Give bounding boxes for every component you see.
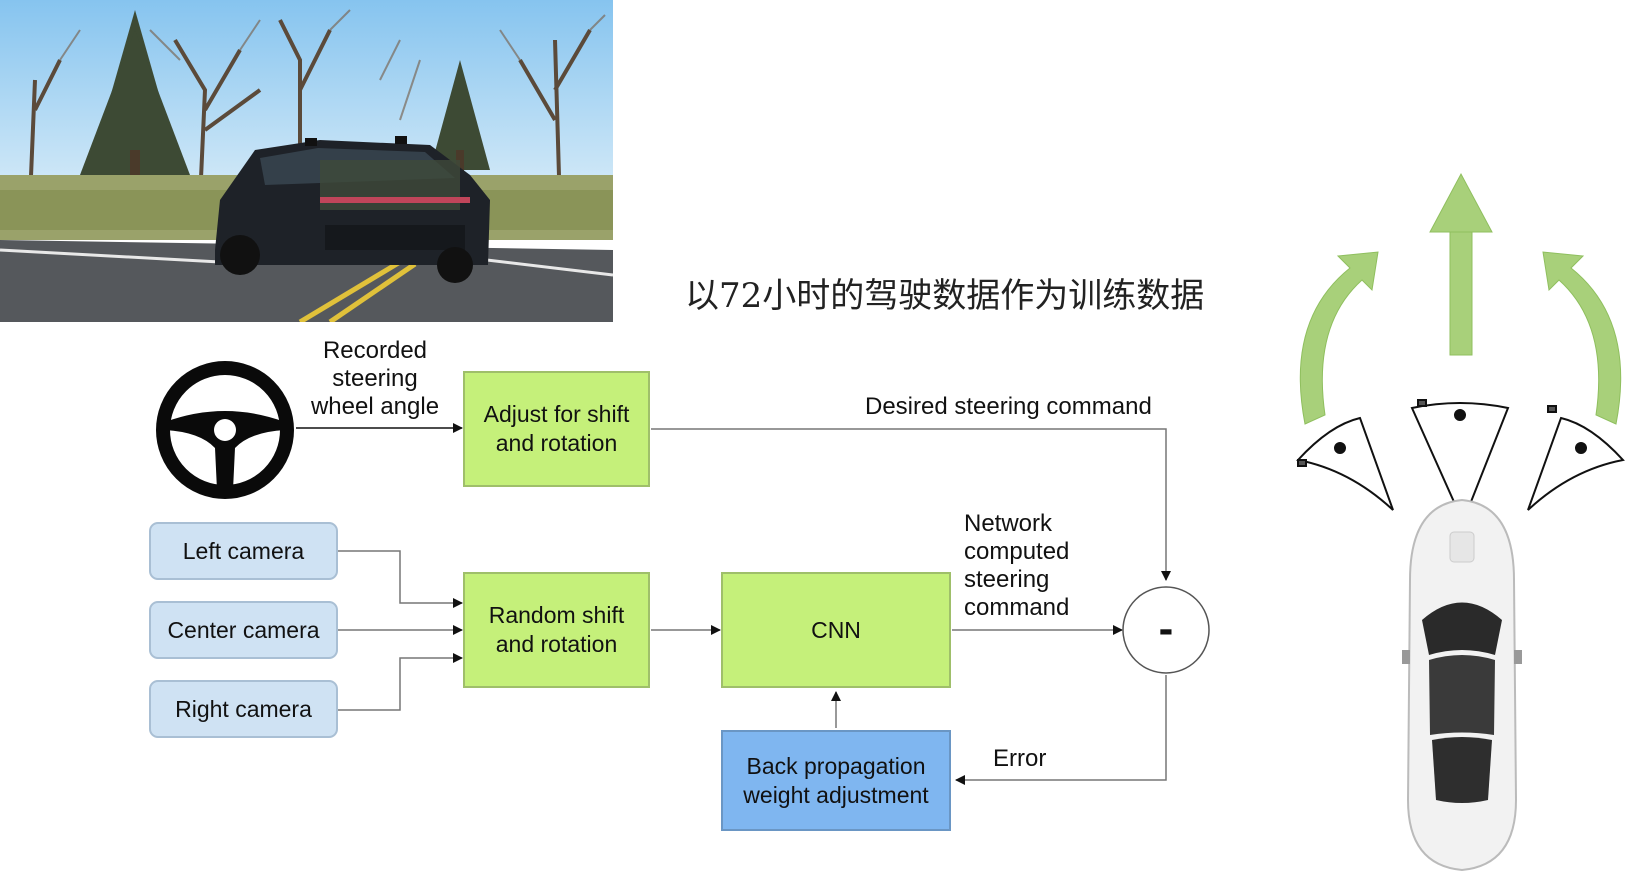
desired-command-line (651, 428, 1171, 581)
network-computed-label: Network computed steering command (964, 510, 1070, 621)
desired-steering-label: Desired steering command (865, 393, 1152, 420)
error-line (955, 675, 1167, 785)
vehicle-photo (0, 0, 613, 322)
camera-view-cone-icon (1410, 399, 1510, 525)
slide-heading: 以72小时的驾驶数据作为训练数据 (685, 276, 1205, 316)
direction-arrow-icon (1299, 251, 1379, 425)
left-camera-box: Left camera (149, 522, 338, 580)
car-camera-illustration (1290, 160, 1631, 884)
test-vehicle (215, 136, 490, 283)
cnn-box: CNN (721, 572, 951, 688)
center-camera-box: Center camera (149, 601, 338, 659)
subtract-symbol: - (1158, 604, 1174, 653)
recorded-steering-label: Recorded steering wheel angle (310, 337, 440, 420)
car-top-view-icon (1402, 498, 1522, 872)
right-camera-line (338, 653, 463, 711)
left-camera-line (338, 550, 463, 608)
camera-view-cone-icon (1527, 405, 1625, 511)
camera-view-cone-icon (1296, 416, 1394, 511)
error-label: Error (993, 745, 1047, 772)
direction-arrow-icon (1542, 251, 1622, 425)
subtract-node (1122, 586, 1210, 674)
direction-arrow-icon (1429, 172, 1493, 356)
right-camera-box: Right camera (149, 680, 338, 738)
steering-wheel-icon (155, 360, 295, 500)
